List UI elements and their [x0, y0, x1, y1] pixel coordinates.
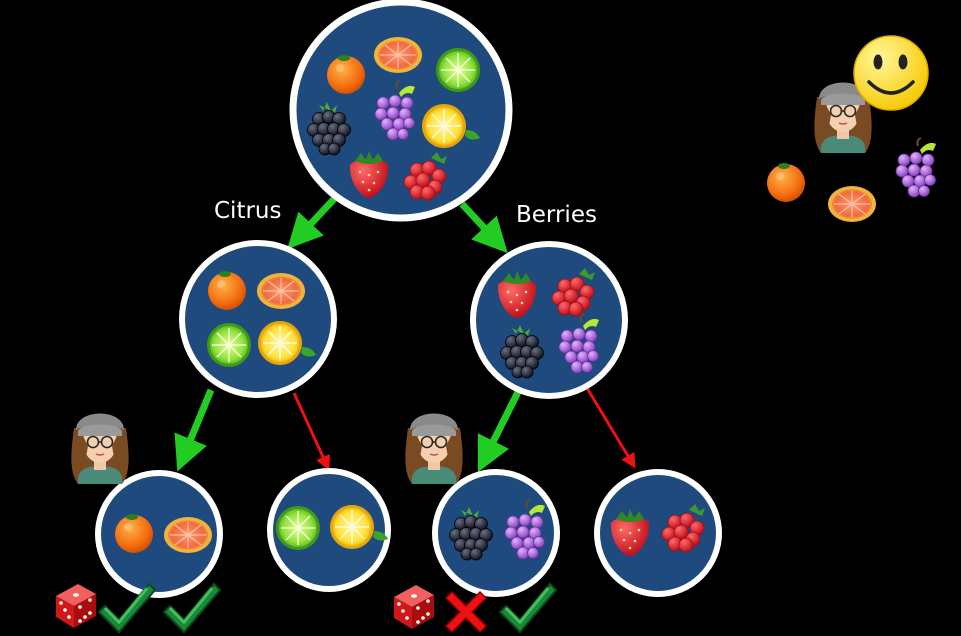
smiley-icon [853, 35, 929, 111]
node-leaf-1 [95, 470, 223, 598]
orange-icon [767, 163, 805, 202]
persona-preferences [767, 35, 937, 223]
node-root [289, 0, 513, 222]
cross-icon [445, 591, 487, 633]
check-icon [97, 582, 157, 634]
grapefruit-icon [373, 36, 423, 74]
grapefruit-icon [163, 516, 213, 554]
lime-icon [435, 47, 481, 93]
edge-citrus-leaf1 [174, 388, 215, 472]
lime-icon [206, 322, 252, 368]
grapefruit-icon [827, 185, 877, 223]
branch-label-citrus: Citrus [214, 198, 282, 224]
node-berries [470, 241, 628, 399]
edge-berries-leaf3 [477, 390, 522, 473]
persona-icon [70, 412, 130, 485]
node-leaf-2 [267, 468, 391, 592]
lime-icon [275, 505, 321, 551]
dice-icon [394, 585, 434, 629]
node-leaf-4 [594, 469, 722, 597]
branch-label-berries: Berries [516, 202, 597, 228]
dice-icon [56, 584, 96, 628]
edge-root-citrus [287, 195, 338, 250]
edge-berries-leaf4 [585, 387, 636, 469]
node-leaf-3 [432, 469, 560, 597]
edge-citrus-leaf2 [292, 392, 330, 471]
grapes-icon [895, 137, 937, 198]
edge-root-berries [459, 201, 508, 254]
grapefruit-icon [256, 272, 306, 310]
persona-icon [404, 412, 464, 485]
node-citrus [179, 240, 337, 398]
